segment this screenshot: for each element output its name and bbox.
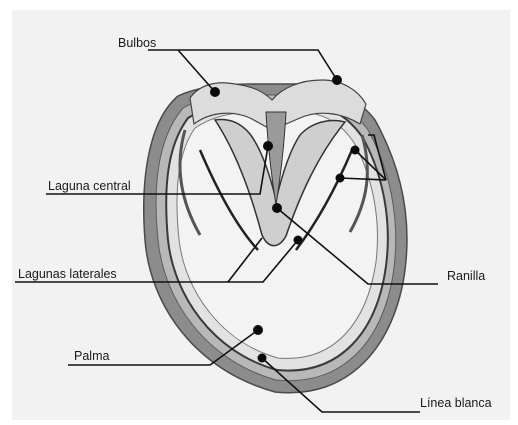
dot-bulbo-right <box>332 75 342 85</box>
dot-bar-right-a <box>351 146 360 155</box>
dot-linea-blanca <box>258 354 267 363</box>
dot-laguna-lateral <box>294 236 303 245</box>
label-bulbos: Bulbos <box>118 37 156 50</box>
dot-palma <box>253 325 263 335</box>
dot-ranilla <box>272 203 282 213</box>
label-lagunas-laterales: Lagunas laterales <box>18 268 117 281</box>
label-laguna-central: Laguna central <box>48 180 131 193</box>
label-ranilla: Ranilla <box>447 270 485 283</box>
dot-laguna-central <box>263 141 273 151</box>
label-palma: Palma <box>74 350 109 363</box>
dot-bulbo-left <box>210 87 220 97</box>
dot-bar-right-b <box>336 174 345 183</box>
label-linea-blanca: Línea blanca <box>420 397 492 410</box>
